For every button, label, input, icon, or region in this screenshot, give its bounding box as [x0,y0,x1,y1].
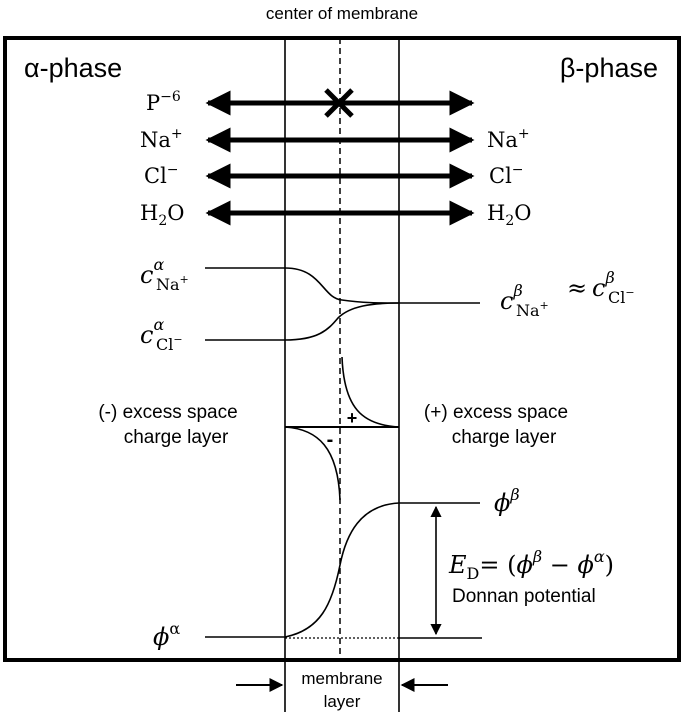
na-label-left: Na+ [140,126,183,152]
cl-label-left: Cl− [144,162,179,188]
center-of-membrane-label: center of membrane [266,4,418,23]
negative-layer-label-line1: (-) excess space [98,402,237,423]
beta-phase-title: β-phase [560,53,658,83]
p-label: P−6 [146,89,181,115]
donnan-equation: ED= (ϕβ − ϕα) [448,547,614,583]
blocked-x-mark [324,88,354,118]
positive-layer-label-line2: charge layer [452,427,557,448]
h2o-label-right: H2O [487,201,531,229]
negative-layer-label-line2: charge layer [124,427,229,448]
phi-beta-label: ϕβ [494,485,520,517]
positive-charge-curve [341,356,400,428]
phi-alpha-label: ϕα [153,619,180,651]
negative-charge-curve [284,426,341,501]
positive-layer-label-line1: (+) excess space [424,402,568,423]
donnan-potential-label: Donnan potential [452,586,596,607]
alpha-phase-title: α-phase [24,53,122,83]
membrane-label-line1: membrane [301,669,382,688]
na-label-right: Na+ [487,126,530,152]
membrane-label-line2: layer [324,692,361,711]
h2o-label-left: H2O [140,201,184,229]
na-concentration-curve [205,267,480,304]
minus-sign: - [327,429,334,451]
cl-label-right: Cl− [489,162,524,188]
outer-frame [3,36,681,662]
plus-sign: + [347,408,358,428]
potential-curve [205,502,480,638]
cl-concentration-curve [205,302,400,341]
